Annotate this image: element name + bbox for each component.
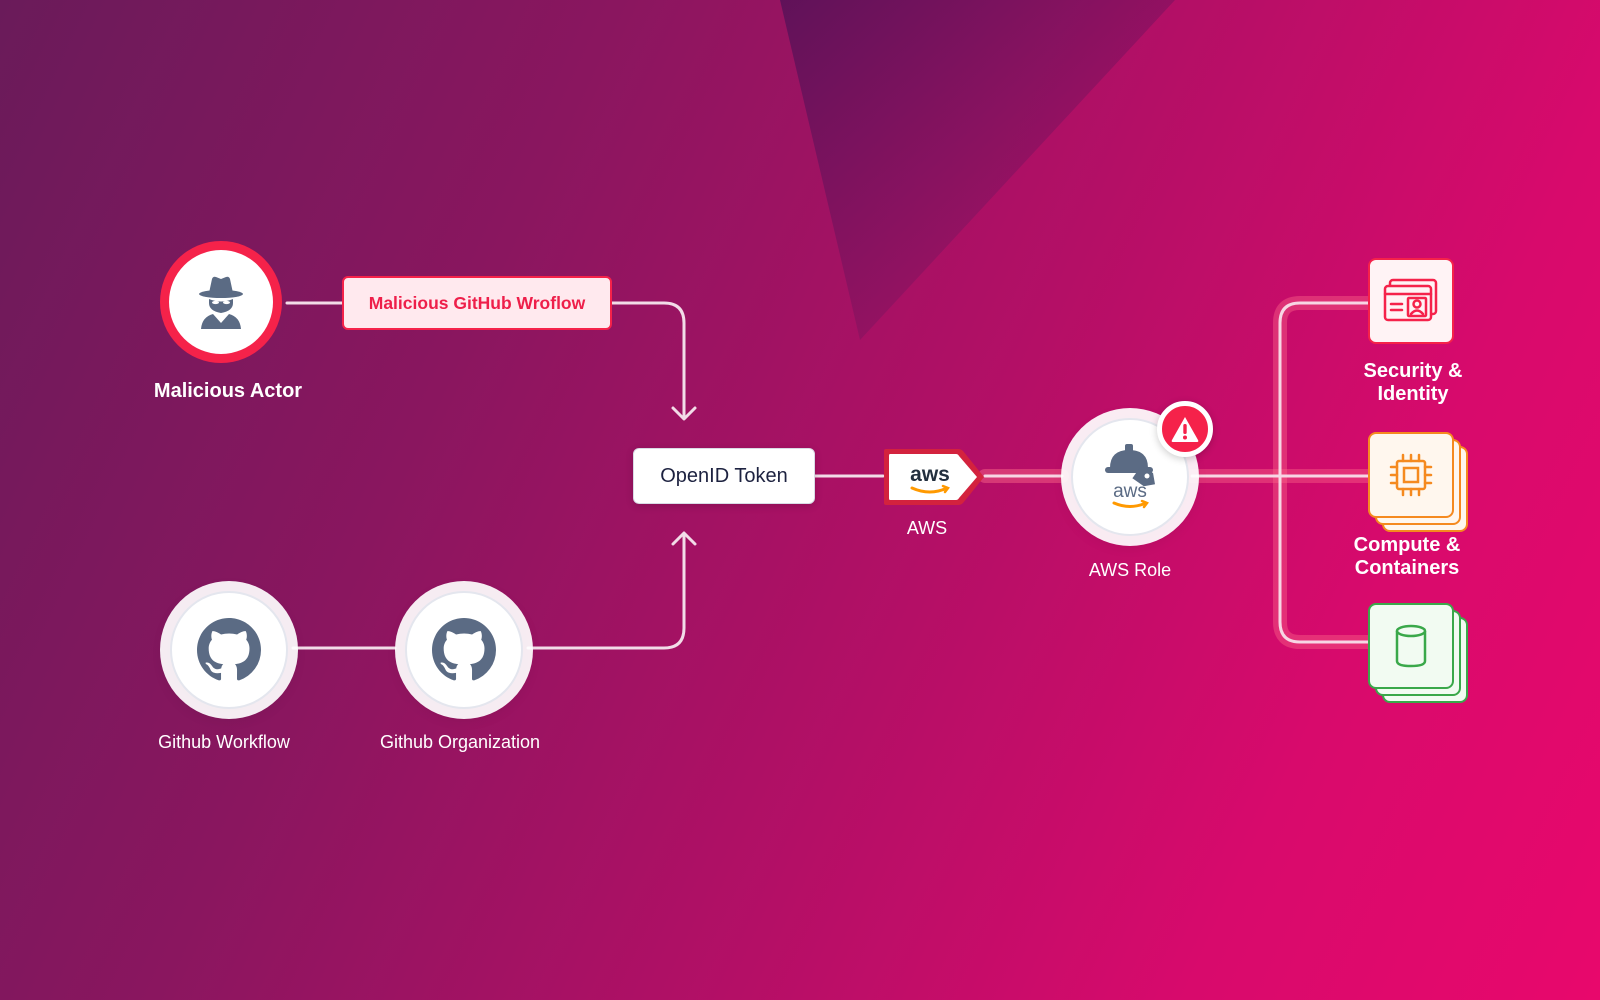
- aws-role-label: AWS Role: [1088, 560, 1172, 580]
- compute-containers-stack: [1368, 432, 1468, 532]
- security-identity-label: Security & Identity: [1363, 360, 1463, 405]
- malicious-actor-label: Malicious Actor: [153, 380, 303, 402]
- github-workflow-node: [170, 591, 288, 709]
- aws-tag-node: aws: [884, 449, 984, 505]
- warning-icon: [1171, 417, 1199, 442]
- database-icon: [1395, 624, 1427, 668]
- compute-containers-label: Compute & Containers: [1353, 534, 1461, 579]
- compute-containers-card: [1368, 432, 1454, 518]
- aws-role-logo-text: aws: [1113, 481, 1147, 502]
- connector-workflow-token: [610, 301, 686, 420]
- spy-icon: [199, 276, 243, 329]
- malicious-actor-node: [160, 241, 282, 363]
- chip-icon: [1389, 453, 1433, 497]
- database-card: [1368, 603, 1454, 689]
- arrow-up-head: [671, 531, 697, 546]
- aws-role-icon: aws: [1105, 444, 1156, 509]
- malicious-workflow-box: Malicious GitHub Wroflow: [342, 276, 612, 330]
- warning-badge: [1157, 401, 1213, 457]
- aws-logo-icon: [910, 486, 949, 494]
- openid-token-box: OpenID Token: [633, 448, 815, 504]
- github-icon: [197, 618, 261, 681]
- database-stack: [1368, 603, 1468, 703]
- github-icon: [432, 618, 496, 681]
- aws-logo-text: aws: [910, 463, 950, 486]
- security-identity-card: [1368, 258, 1454, 344]
- github-organization-label: Github Organization: [379, 732, 541, 752]
- identity-card-icon: [1383, 278, 1438, 322]
- github-workflow-label: Github Workflow: [158, 732, 290, 752]
- arrow-down-head: [671, 406, 697, 421]
- aws-label: AWS: [906, 518, 948, 538]
- connector-org-token: [526, 532, 686, 650]
- github-organization-node: [405, 591, 523, 709]
